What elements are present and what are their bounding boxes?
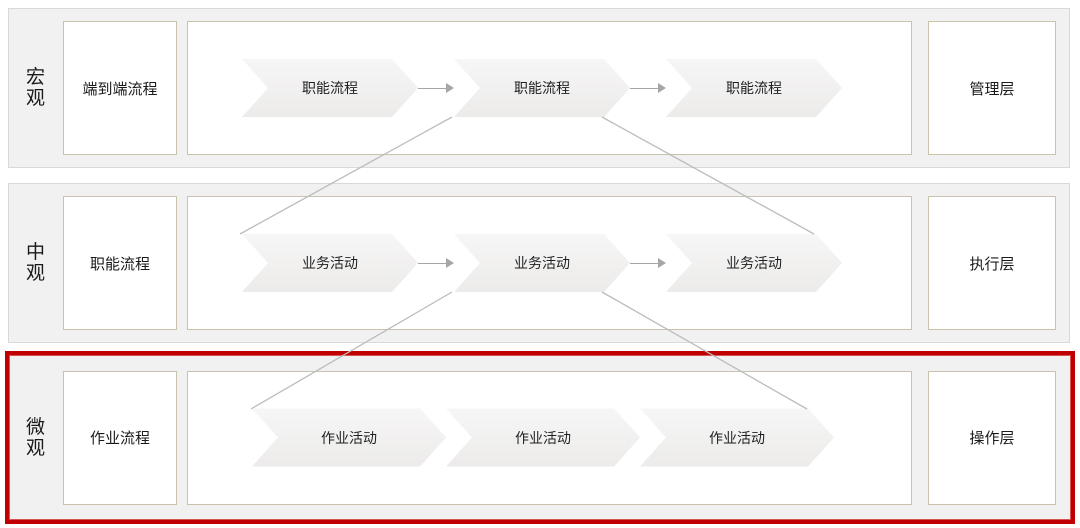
activity-chevron: 作业活动 [446, 409, 640, 467]
flow-connector-arrow [630, 83, 666, 93]
process-type-box-macro: 端到端流程 [63, 21, 177, 155]
row-meso: 中 观 职能流程 业务活动 业务活动 业务活动 执行层 [8, 183, 1070, 343]
flow-connector-arrow [418, 258, 454, 268]
activity-chevron: 业务活动 [242, 234, 418, 292]
activity-chevron: 业务活动 [666, 234, 842, 292]
activity-chevron: 业务活动 [454, 234, 630, 292]
activities-panel-meso: 业务活动 业务活动 业务活动 [187, 196, 912, 330]
activity-chevron: 职能流程 [454, 59, 630, 117]
process-type-box-meso: 职能流程 [63, 196, 177, 330]
layer-box-operation: 操作层 [928, 370, 1056, 505]
flow-connector-arrow [418, 83, 454, 93]
layer-box-execution: 执行层 [928, 196, 1056, 330]
row-macro: 宏 观 端到端流程 职能流程 职能流程 职能流程 管理层 [8, 8, 1070, 168]
activities-panel-micro: 作业活动 作业活动 作业活动 [187, 370, 912, 505]
level-label-macro: 宏 观 [25, 66, 46, 109]
activity-chevron: 职能流程 [242, 59, 418, 117]
row-micro-highlighted: 微 观 作业流程 作业活动 作业活动 作业活动 操作层 [5, 351, 1075, 524]
activity-chevron: 作业活动 [640, 409, 834, 467]
level-label-meso: 中 观 [25, 241, 46, 284]
level-label-micro: 微 观 [25, 415, 46, 459]
activity-chevron: 职能流程 [666, 59, 842, 117]
layer-box-management: 管理层 [928, 21, 1056, 155]
activities-panel-macro: 职能流程 职能流程 职能流程 [187, 21, 912, 155]
flow-connector-arrow [630, 258, 666, 268]
process-type-box-micro: 作业流程 [63, 370, 177, 505]
activity-chevron: 作业活动 [252, 409, 446, 467]
